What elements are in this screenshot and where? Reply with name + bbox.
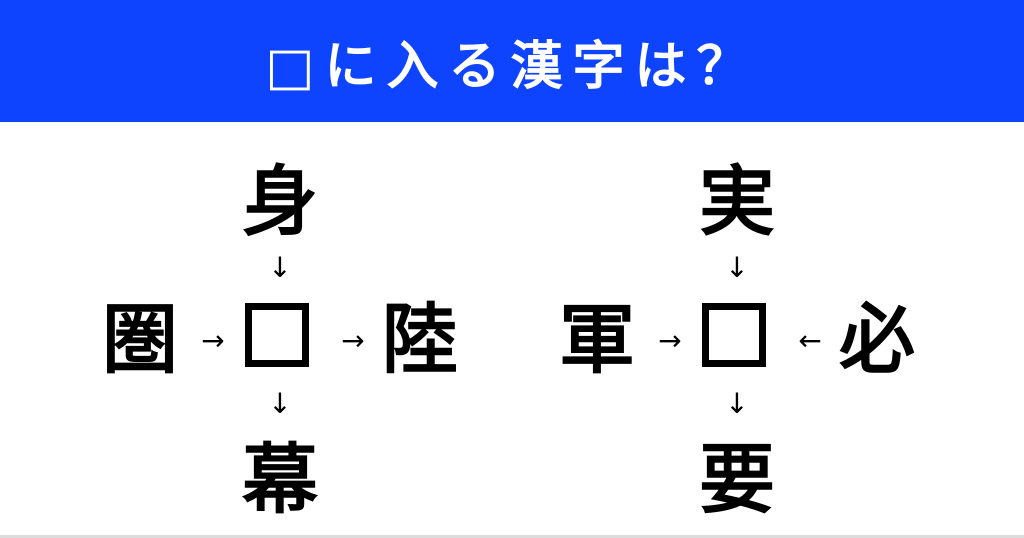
arrow-left-icon: ← — [798, 324, 822, 357]
arrow-right-icon: → — [201, 324, 225, 357]
kanji-bottom: 要 — [699, 435, 775, 524]
kanji-left: 圏 — [102, 295, 178, 384]
kanji-right: 陸 — [382, 295, 458, 384]
kanji-top: 実 — [699, 157, 775, 246]
page-title: □に入る漢字は？ — [265, 36, 759, 97]
blank-box[interactable] — [245, 303, 309, 367]
arrow-down-icon: ↓ — [725, 387, 749, 420]
kanji-right: 必 — [839, 295, 915, 384]
title-banner: □に入る漢字は？ — [0, 0, 1024, 122]
puzzle-1: 身 ↓ 圏 → → 陸 ↓ 幕 — [50, 122, 510, 538]
kanji-left: 軍 — [559, 295, 635, 384]
kanji-bottom: 幕 — [242, 435, 318, 524]
blank-box[interactable] — [702, 303, 766, 367]
arrow-down-icon: ↓ — [268, 251, 292, 284]
arrow-down-icon: ↓ — [268, 387, 292, 420]
arrow-down-icon: ↓ — [725, 251, 749, 284]
kanji-top: 身 — [242, 157, 318, 246]
arrow-right-icon: → — [658, 324, 682, 357]
bottom-divider — [0, 535, 1024, 538]
puzzle-2: 実 ↓ 軍 → ← 必 ↓ 要 — [507, 122, 967, 538]
arrow-right-icon: → — [341, 324, 365, 357]
